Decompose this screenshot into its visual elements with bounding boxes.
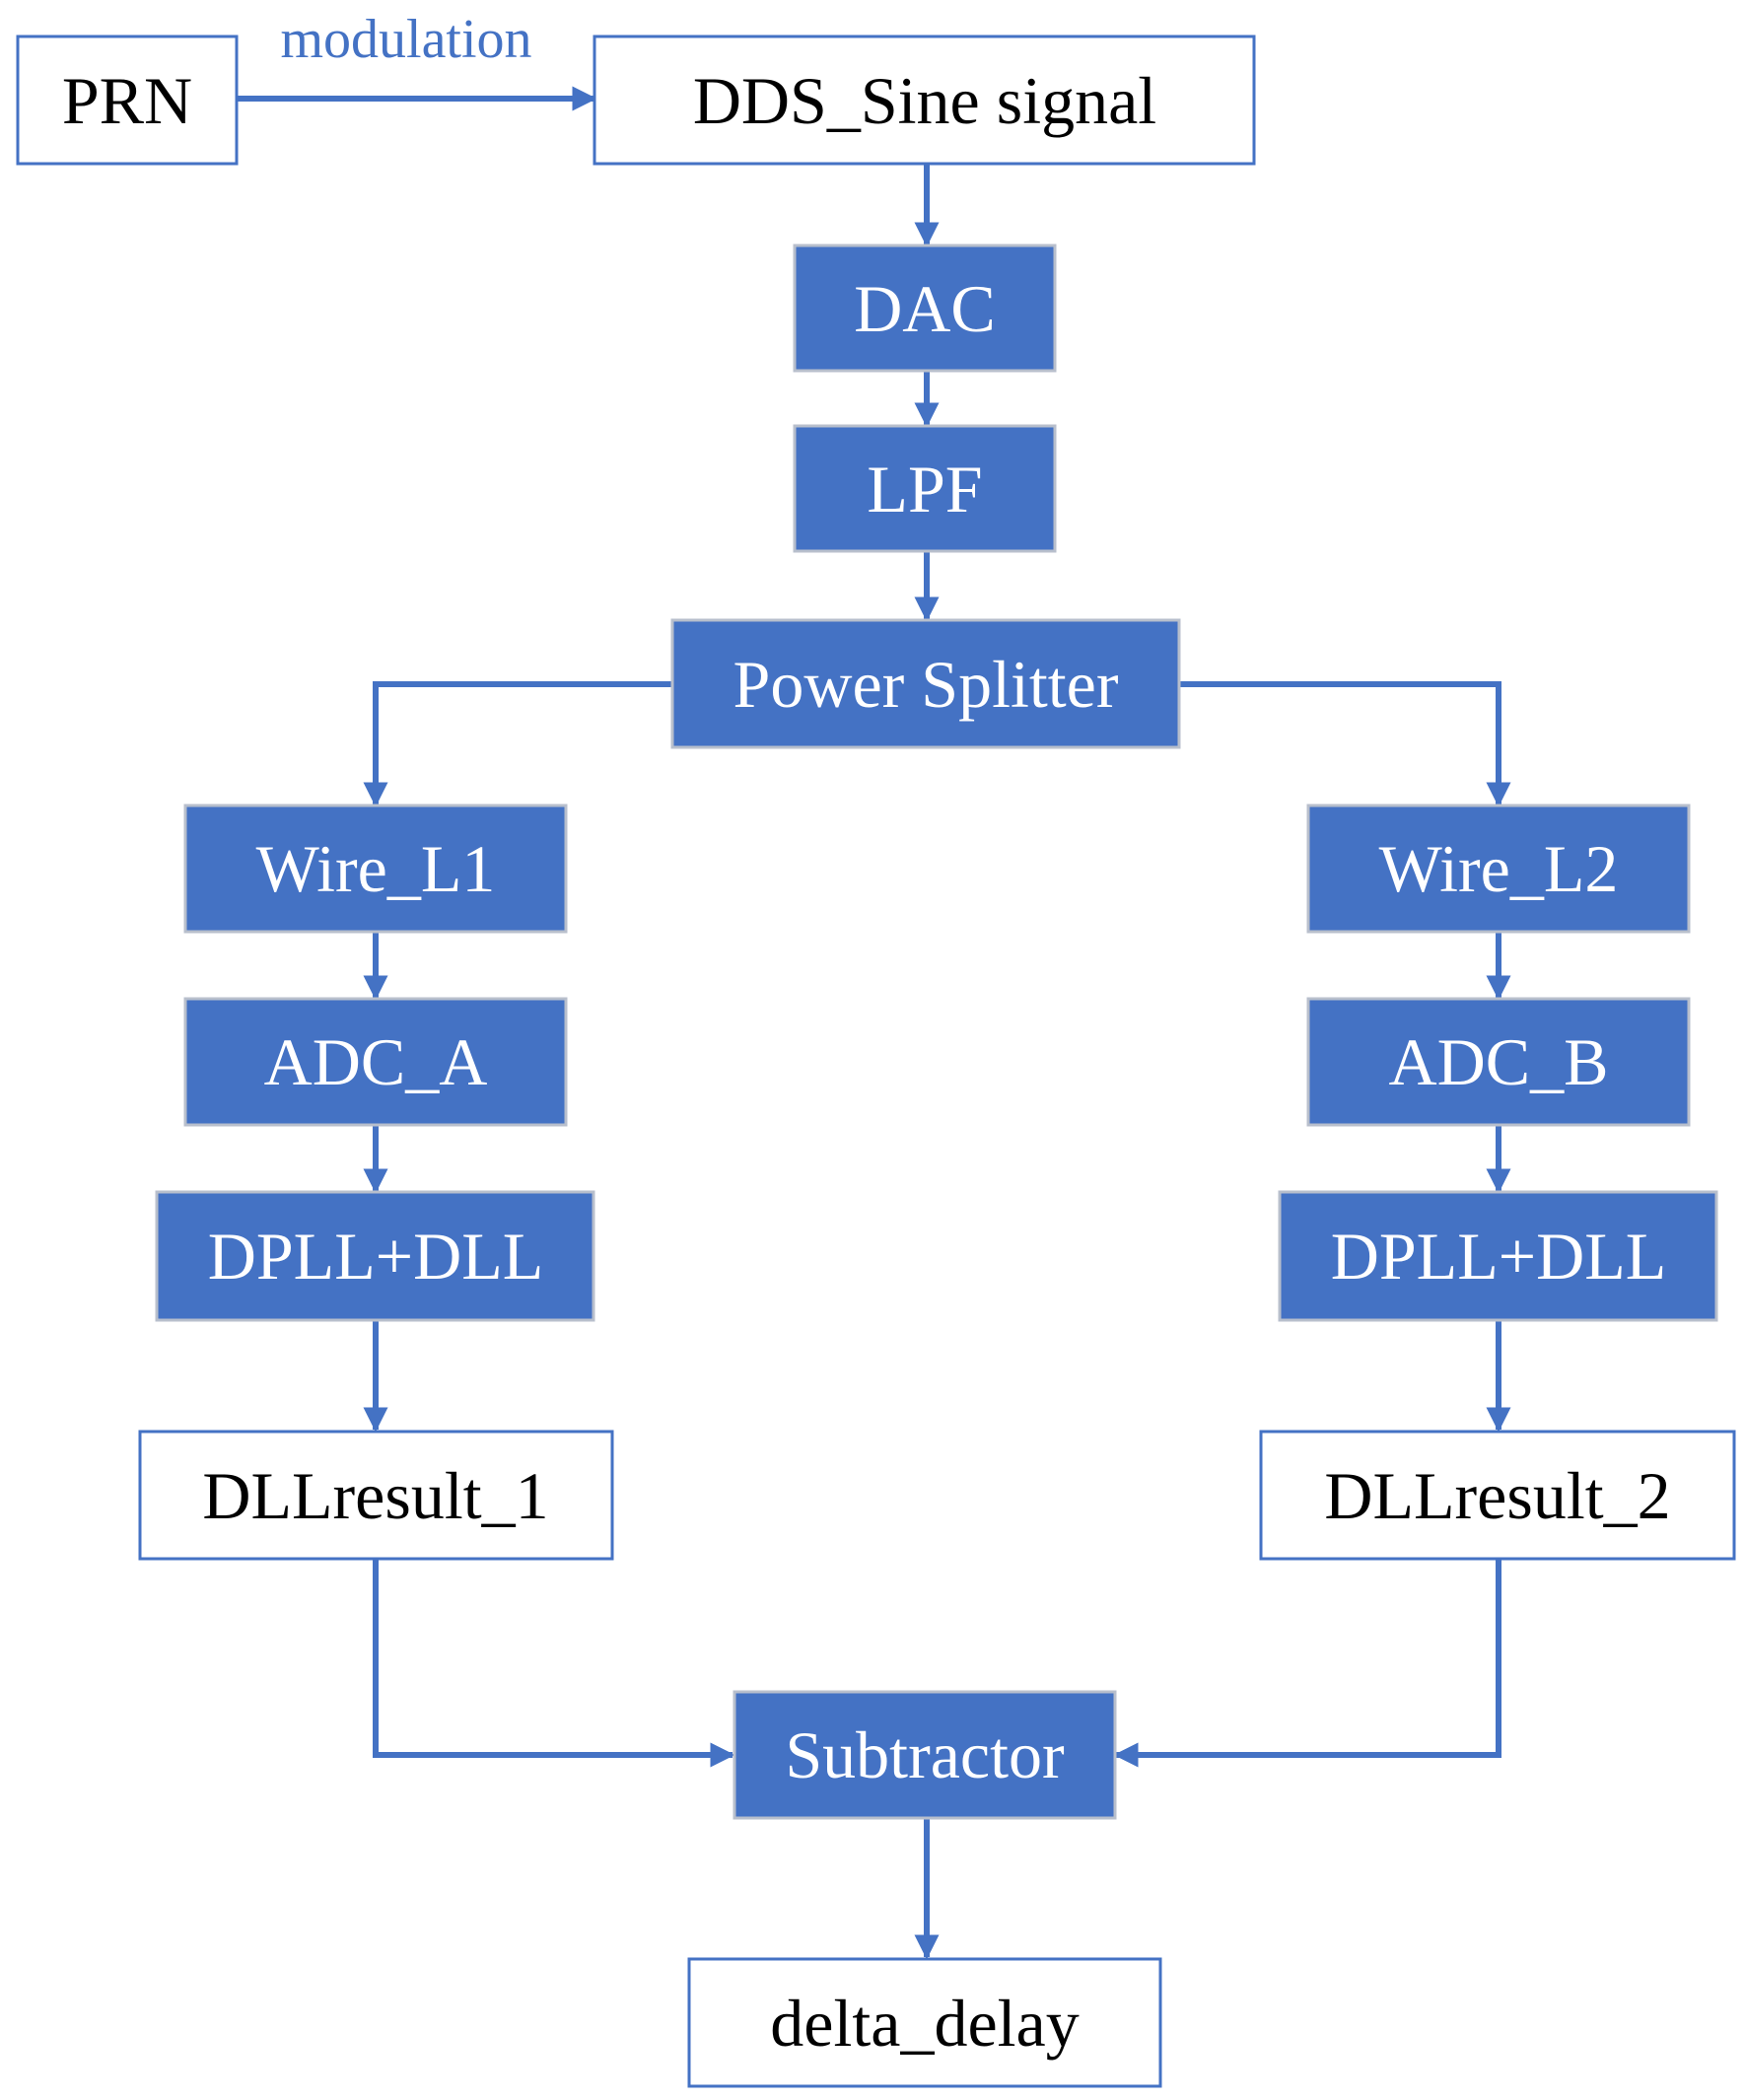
dpll-dll-right-label: DPLL+DLL [1331, 1219, 1667, 1294]
dpll-dll-right-node: DPLL+DLL [1278, 1190, 1718, 1322]
dds-label: DDS_Sine signal [693, 63, 1156, 138]
subtractor-node: Subtractor [733, 1690, 1117, 1820]
wire-l1-label: Wire_L1 [256, 831, 496, 906]
dllresult-2-label: DLLresult_2 [1324, 1458, 1670, 1533]
prn-label: PRN [62, 63, 192, 138]
adc-a-label: ADC_A [264, 1024, 488, 1099]
delta-delay-label: delta_delay [770, 1986, 1079, 2061]
dac-label: DAC [854, 271, 996, 346]
lpf-label: LPF [867, 452, 982, 526]
adc-a-node: ADC_A [183, 997, 568, 1127]
dds-sine-signal-node: DDS_Sine signal [593, 35, 1256, 166]
wire-l2-node: Wire_L2 [1306, 804, 1691, 934]
edge-dllresult-1-to-subtractor [373, 1560, 735, 1768]
edge-splitter-to-wire-l1 [363, 681, 672, 807]
dllresult-1-label: DLLresult_1 [202, 1458, 548, 1533]
lpf-node: LPF [793, 424, 1057, 553]
dpll-dll-left-node: DPLL+DLL [155, 1190, 595, 1322]
edge-dllresult-2-to-subtractor [1113, 1560, 1501, 1768]
wire-l1-node: Wire_L1 [183, 804, 568, 934]
adc-b-node: ADC_B [1306, 997, 1691, 1127]
modulation-label: modulation [280, 9, 531, 70]
dllresult-1-node: DLLresult_1 [138, 1430, 614, 1561]
power-splitter-label: Power Splitter [733, 647, 1119, 722]
dac-node: DAC [793, 244, 1057, 373]
wire-l2-label: Wire_L2 [1379, 831, 1619, 906]
edge-splitter-to-wire-l2 [1179, 681, 1511, 807]
delta-delay-node: delta_delay [687, 1957, 1162, 2088]
connectors [233, 86, 1511, 1960]
adc-b-label: ADC_B [1389, 1024, 1609, 1099]
dllresult-2-node: DLLresult_2 [1259, 1430, 1736, 1561]
prn-node: PRN [16, 35, 239, 166]
dpll-dll-left-label: DPLL+DLL [208, 1219, 544, 1294]
power-splitter-node: Power Splitter [670, 618, 1181, 749]
subtractor-label: Subtractor [785, 1717, 1065, 1792]
